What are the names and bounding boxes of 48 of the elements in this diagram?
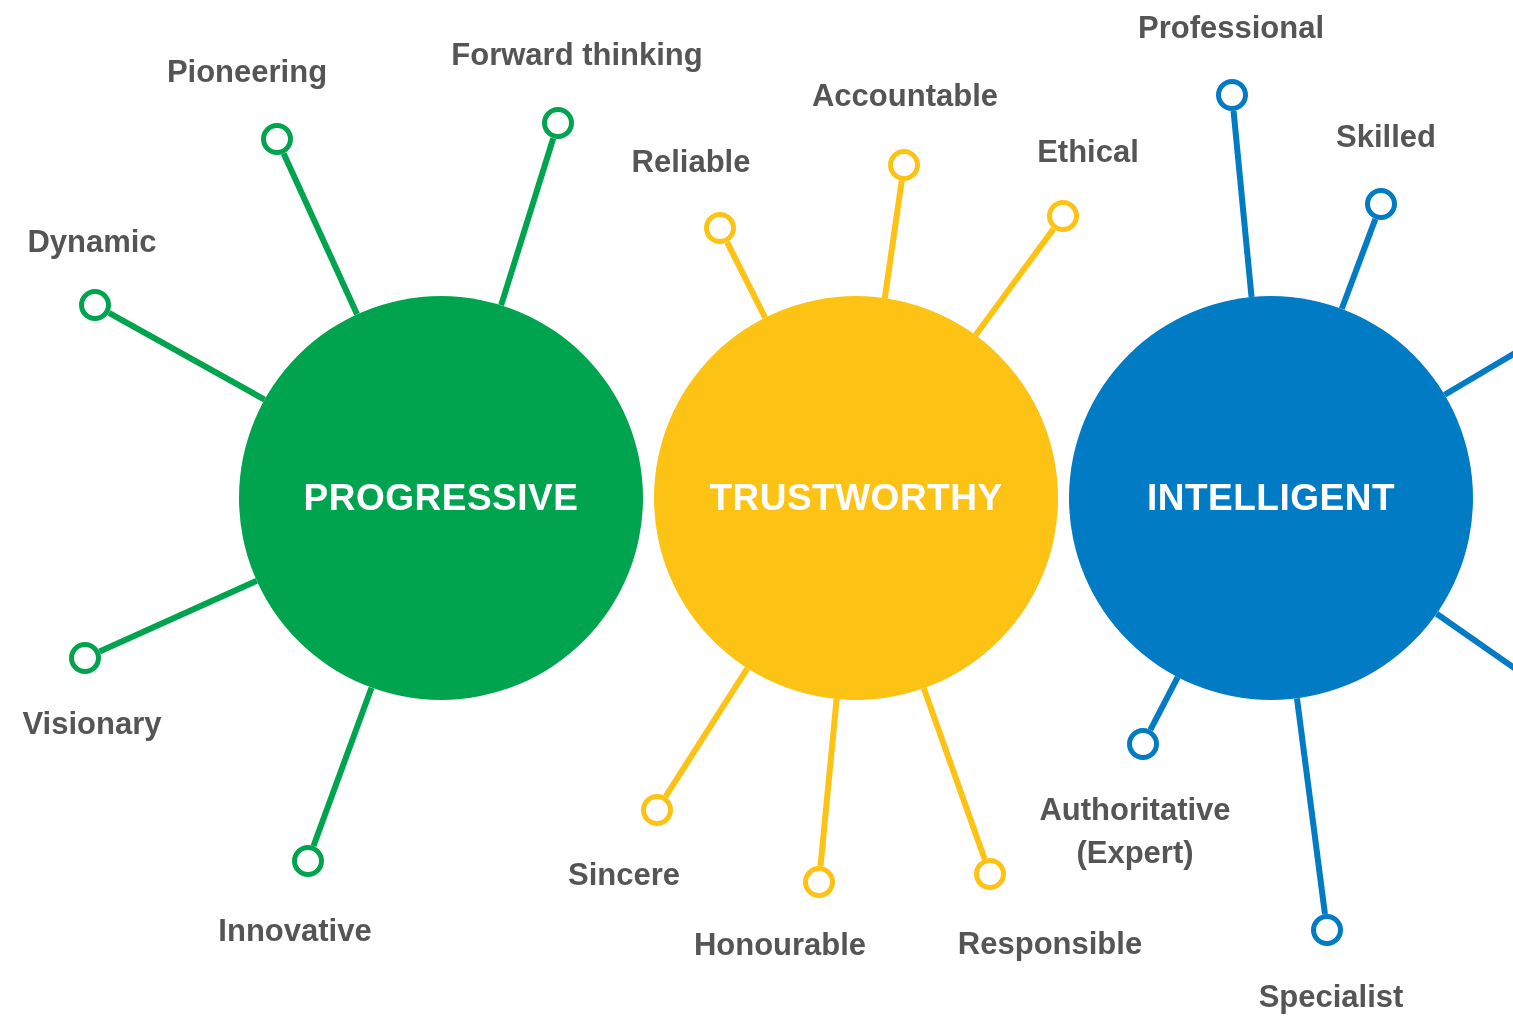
connector-line	[310, 686, 375, 847]
trait-label: Reliable	[631, 143, 751, 182]
connector-line	[973, 227, 1056, 337]
endpoint-ring	[1311, 914, 1343, 946]
trait-label: Authoritative (Expert)	[1038, 790, 1232, 872]
trait-label: Honourable	[693, 926, 867, 965]
trait-label: Accountable	[812, 77, 998, 116]
endpoint-ring	[261, 123, 293, 155]
trait-label: Dynamic	[27, 223, 157, 262]
category-title: PROGRESSIVE	[303, 477, 579, 519]
connector-line	[817, 698, 840, 867]
endpoint-ring	[974, 858, 1006, 890]
trait-label: Sincere	[568, 856, 680, 895]
connector-line	[107, 310, 267, 403]
endpoint-ring	[704, 212, 736, 244]
trait-label: Innovative	[218, 912, 372, 951]
connector-line	[1338, 217, 1379, 310]
connector-line	[498, 137, 557, 307]
endpoint-ring	[803, 866, 835, 898]
endpoint-ring	[1047, 200, 1079, 232]
connector-line	[1147, 675, 1181, 732]
connector-line	[1294, 697, 1328, 915]
endpoint-ring	[69, 642, 101, 674]
connector-line	[1230, 110, 1255, 298]
connector-line	[280, 152, 360, 316]
trait-label: Visionary	[22, 705, 162, 744]
endpoint-ring	[1127, 728, 1159, 760]
connector-line	[921, 687, 988, 860]
category-title: INTELLIGENT	[1146, 477, 1395, 519]
connector-line	[663, 666, 750, 799]
connector-line	[98, 578, 258, 655]
endpoint-ring	[641, 794, 673, 826]
trait-label: Specialist	[1258, 978, 1404, 1016]
endpoint-ring	[1216, 79, 1248, 111]
endpoint-ring	[292, 845, 324, 877]
endpoint-ring	[888, 149, 920, 181]
trait-label: Pioneering	[166, 53, 328, 92]
connector-line	[881, 180, 905, 299]
trait-label: Skilled	[1336, 118, 1436, 157]
endpoint-ring	[79, 289, 111, 321]
connector-line	[724, 240, 768, 319]
category-title: TRUSTWORTHY	[709, 477, 1003, 519]
trait-label: Forward thinking	[451, 36, 703, 75]
endpoint-ring	[542, 107, 574, 139]
trait-label: Professional	[1137, 9, 1325, 48]
trait-label: Ethical	[1037, 133, 1139, 172]
endpoint-ring	[1365, 188, 1397, 220]
trait-label: Responsible	[957, 925, 1143, 964]
